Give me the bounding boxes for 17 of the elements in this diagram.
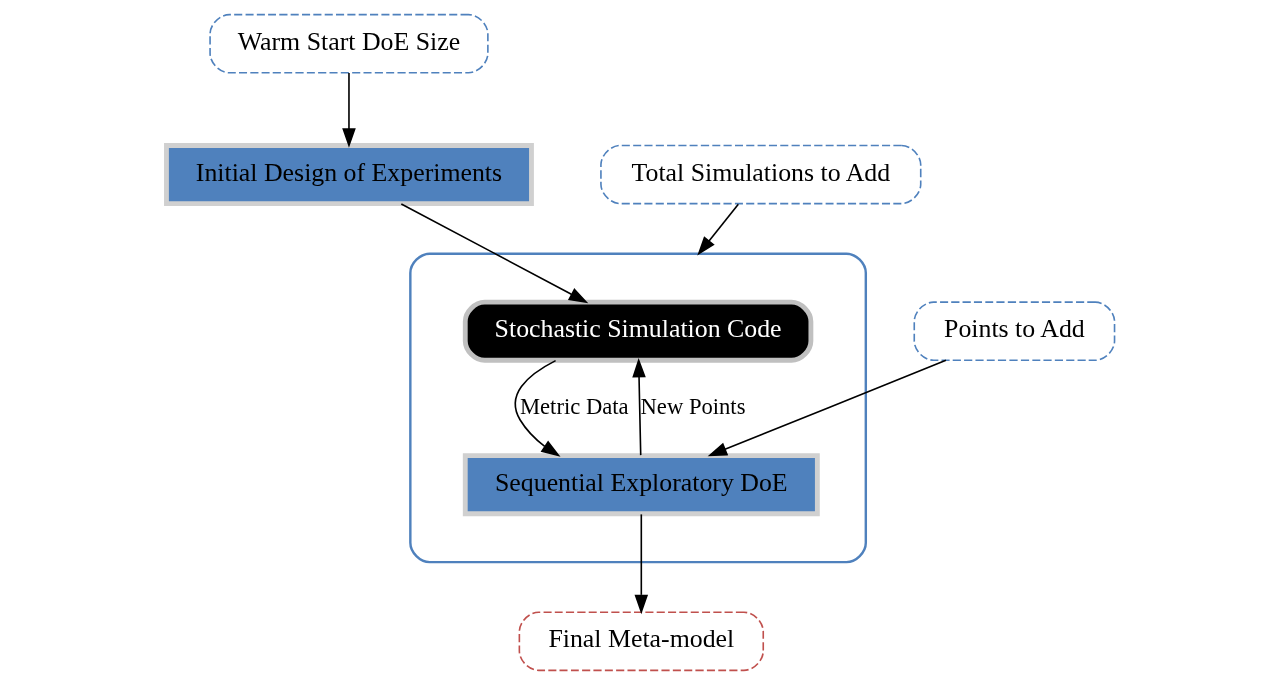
- arrow: [707, 359, 947, 457]
- arrow: [341, 72, 356, 148]
- node-box: Sequential Exploratory DoE: [462, 453, 820, 517]
- node-box: Warm Start DoE Size: [208, 13, 489, 74]
- node-box: Stochastic Simulation Code: [462, 299, 813, 363]
- node-box: Initial Design of Experiments: [163, 143, 534, 207]
- node-box: Points to Add: [912, 301, 1115, 362]
- cluster: [408, 252, 867, 564]
- edge-label: Metric Data: [519, 393, 629, 419]
- arrow: [631, 357, 646, 456]
- arrow: [400, 203, 588, 304]
- edge-label: New Points: [640, 393, 745, 419]
- arrow: [696, 203, 739, 256]
- arrow: [634, 513, 648, 615]
- node-box: Final Meta-model: [518, 611, 764, 672]
- arrow: [514, 359, 561, 457]
- node-box: Total Simulations to Add: [599, 144, 922, 205]
